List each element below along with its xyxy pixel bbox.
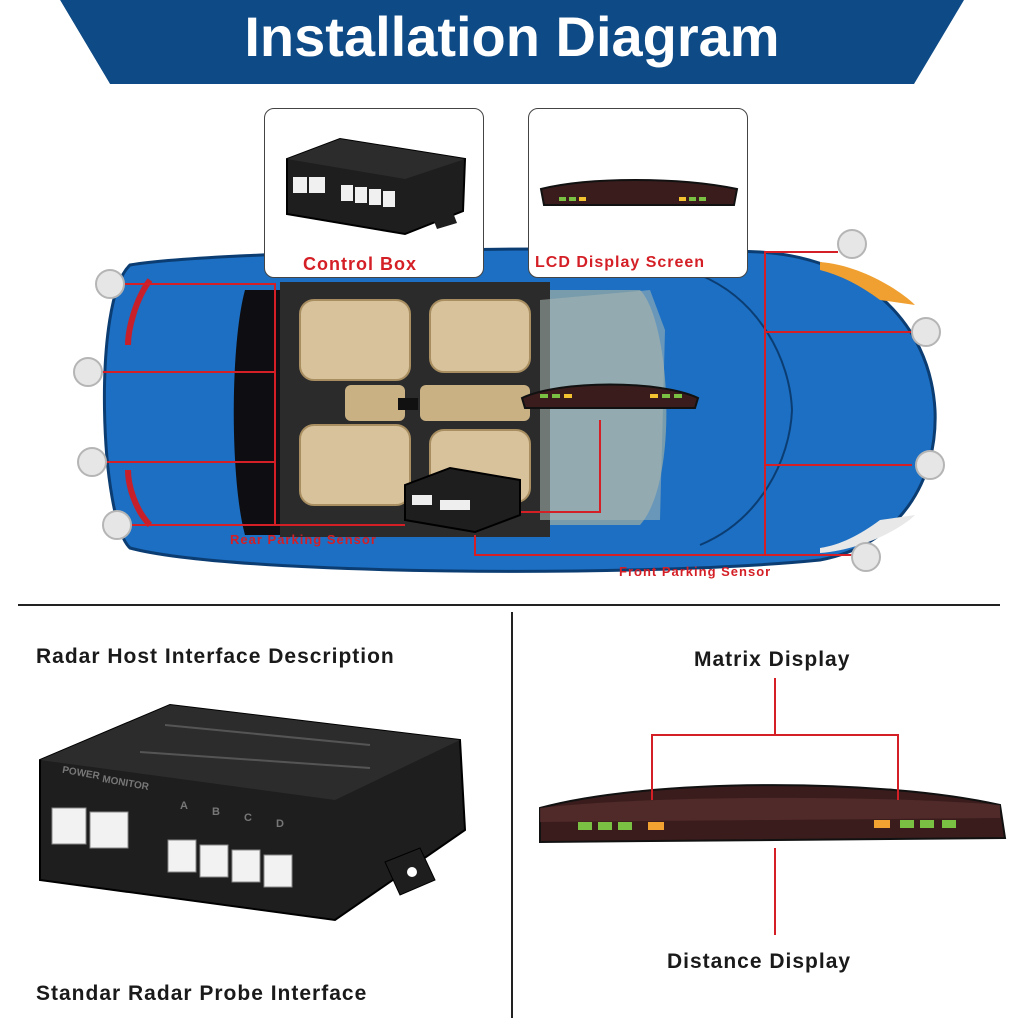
distance-display-label: Distance Display	[667, 950, 852, 973]
car-top-view	[102, 247, 937, 573]
control-box-callout	[264, 108, 484, 278]
port-label-b: B	[212, 806, 220, 818]
sensor-front-2	[911, 317, 941, 347]
rear-sensor-label: Rear Parking Sensor	[230, 532, 377, 547]
sensor-front-3	[915, 450, 945, 480]
sensor-rear-2	[73, 357, 103, 387]
port-label-d: D	[276, 818, 284, 830]
lcd-display-in-car	[520, 383, 700, 409]
front-sensor-label: Front Parking Sensor	[619, 564, 772, 579]
sensor-rear-3	[77, 447, 107, 477]
matrix-display-label: Matrix Display	[694, 648, 851, 671]
control-box-in-car	[404, 466, 521, 534]
radar-probe-caption: Standar Radar Probe Interface	[36, 982, 368, 1005]
lcd-photo	[539, 179, 739, 206]
header-banner	[0, 0, 964, 84]
matrix-led-segments	[578, 820, 956, 830]
port-label-c: C	[244, 812, 252, 824]
radar-host-title: Radar Host Interface Description	[36, 645, 395, 668]
sensor-front-4	[851, 542, 881, 572]
matrix-pointer-lines	[651, 678, 899, 935]
sensor-rear-1	[95, 269, 125, 299]
front-sensor-wiring	[474, 251, 912, 556]
control-box-photo	[286, 137, 467, 236]
lcd-screen-label: LCD Display Screen	[535, 254, 706, 271]
parking-sensors	[73, 229, 945, 572]
rear-sensor-wiring	[100, 283, 405, 526]
control-box-label: Control Box	[303, 254, 417, 274]
lcd-display-large	[539, 784, 1007, 844]
sensor-front-1	[837, 229, 867, 259]
radar-host-box-illustration	[39, 703, 467, 922]
port-label-a: A	[180, 800, 188, 812]
page-title: Installation Diagram	[244, 5, 780, 68]
sensor-rear-4	[102, 510, 132, 540]
lcd-callout	[528, 108, 748, 278]
